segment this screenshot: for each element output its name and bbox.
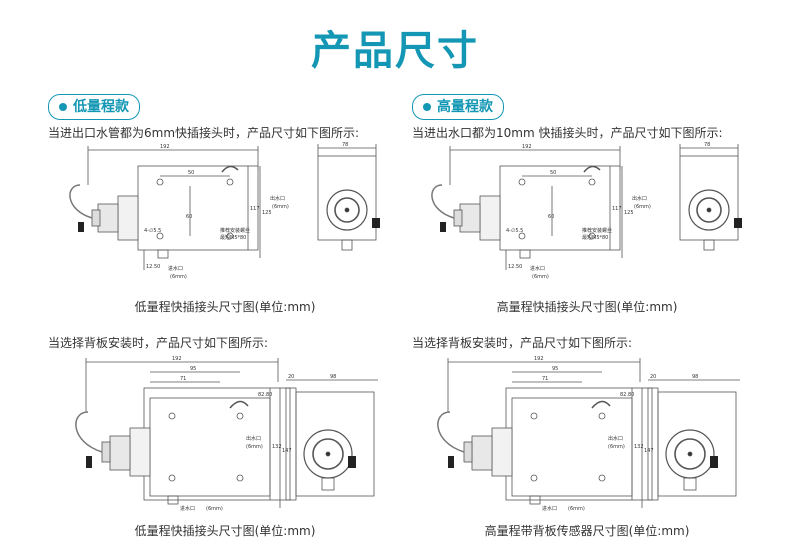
dim-height-a: 117 bbox=[250, 206, 260, 212]
label-outlet: 出水口 bbox=[632, 195, 647, 202]
dim-d2: 71 bbox=[542, 376, 548, 382]
dim-width: 192 bbox=[160, 144, 170, 150]
badge-dot bbox=[59, 103, 67, 111]
badge-high-range: 高量程款 bbox=[412, 94, 504, 120]
desc-high: 当进出水口都为10mm 快插接头时，产品尺寸如下图所示: bbox=[412, 126, 723, 140]
dim-side-width: 78 bbox=[342, 142, 348, 148]
dim-height-a: 117 bbox=[612, 206, 622, 212]
dim-side-b: 98 bbox=[692, 374, 698, 380]
label-outlet-size: (6mm) bbox=[634, 204, 651, 210]
desc-backplate-low: 当选择背板安装时，产品尺寸如下图所示: bbox=[48, 336, 269, 350]
dim-offset: 12.50 bbox=[508, 264, 522, 270]
label-hole-spec: 4-∅5.5 bbox=[506, 228, 523, 234]
dim-d1: 95 bbox=[552, 366, 558, 372]
label-mount-note: 推荐安装螺丝 bbox=[220, 227, 250, 234]
label-inlet: 进水口 bbox=[168, 265, 183, 272]
label-inlet-size: (6mm) bbox=[206, 506, 223, 512]
label-inlet: 进水口 bbox=[542, 505, 557, 512]
label-screw-spec: 最短M5*80 bbox=[582, 234, 608, 241]
dim-width: 192 bbox=[534, 356, 544, 362]
dim-d2: 71 bbox=[180, 376, 186, 382]
caption-backplate-high: 高量程带背板传感器尺寸图(单位:mm) bbox=[484, 524, 690, 538]
dim-height-c: 60 bbox=[548, 214, 554, 220]
dim-width: 192 bbox=[172, 356, 182, 362]
label-mount-note: 推荐安装螺丝 bbox=[582, 227, 612, 234]
caption-high: 高量程快插接头尺寸图(单位:mm) bbox=[496, 300, 678, 314]
dim-hole-spacing: 50 bbox=[550, 170, 556, 176]
dim-side-width: 78 bbox=[704, 142, 710, 148]
dimension-drawing-low: 192 78 50 60 117 125 12.50 出水口 (6mm) 进水口… bbox=[69, 142, 380, 280]
label-inlet-size: (6mm) bbox=[532, 274, 549, 280]
dim-height-b: 147 bbox=[282, 448, 292, 454]
dim-height-b: 125 bbox=[624, 210, 634, 216]
caption-low: 低量程快插接头尺寸图(单位:mm) bbox=[134, 300, 316, 314]
label-outlet-size: (6mm) bbox=[246, 444, 263, 450]
label-screw-spec: 最短M5*80 bbox=[220, 234, 246, 241]
badge-dot bbox=[423, 103, 431, 111]
label-outlet: 出水口 bbox=[246, 435, 261, 442]
dim-height-b: 147 bbox=[644, 448, 654, 454]
dim-height-a: 132 bbox=[272, 444, 282, 450]
dim-width: 192 bbox=[522, 144, 532, 150]
desc-low: 当进出口水管都为6mm快插接头时，产品尺寸如下图所示: bbox=[48, 126, 360, 140]
desc-backplate-high: 当选择背板安装时，产品尺寸如下图所示: bbox=[412, 336, 633, 350]
label-inlet: 进水口 bbox=[180, 505, 195, 512]
dimension-drawing-backplate-high: 192 95 71 20 98 82.80 132 147 出水口 (6mm) … bbox=[437, 356, 740, 512]
dimension-drawing-high: 192 78 50 60 117 125 12.50 出水口 (6mm) 进水口… bbox=[431, 142, 742, 280]
label-outlet-size: (6mm) bbox=[608, 444, 625, 450]
dim-side-a: 20 bbox=[288, 374, 294, 380]
dim-height-a: 132 bbox=[634, 444, 644, 450]
dim-hole-spacing: 50 bbox=[188, 170, 194, 176]
caption-backplate-low: 低量程快插接头尺寸图(单位:mm) bbox=[134, 524, 316, 538]
dim-offset: 12.50 bbox=[146, 264, 160, 270]
dim-side-a: 20 bbox=[650, 374, 656, 380]
dim-height-b: 125 bbox=[262, 210, 272, 216]
label-inlet: 进水口 bbox=[530, 265, 545, 272]
label-inlet-size: (6mm) bbox=[568, 506, 585, 512]
dim-side-b: 98 bbox=[330, 374, 336, 380]
badge-low-range: 低量程款 bbox=[48, 94, 140, 120]
dim-angle: 82.80 bbox=[620, 392, 634, 398]
page-title: 产品尺寸 bbox=[311, 28, 479, 74]
dim-d1: 95 bbox=[190, 366, 196, 372]
label-outlet: 出水口 bbox=[270, 195, 285, 202]
label-outlet: 出水口 bbox=[608, 435, 623, 442]
label-hole-spec: 4-∅5.5 bbox=[144, 228, 161, 234]
dim-height-c: 60 bbox=[186, 214, 192, 220]
dim-angle: 82.80 bbox=[258, 392, 272, 398]
dimension-drawing-backplate-low: 192 95 71 20 98 82.80 132 147 出水口 (6mm) … bbox=[75, 356, 378, 512]
label-outlet-size: (6mm) bbox=[272, 204, 289, 210]
label-inlet-size: (6mm) bbox=[170, 274, 187, 280]
